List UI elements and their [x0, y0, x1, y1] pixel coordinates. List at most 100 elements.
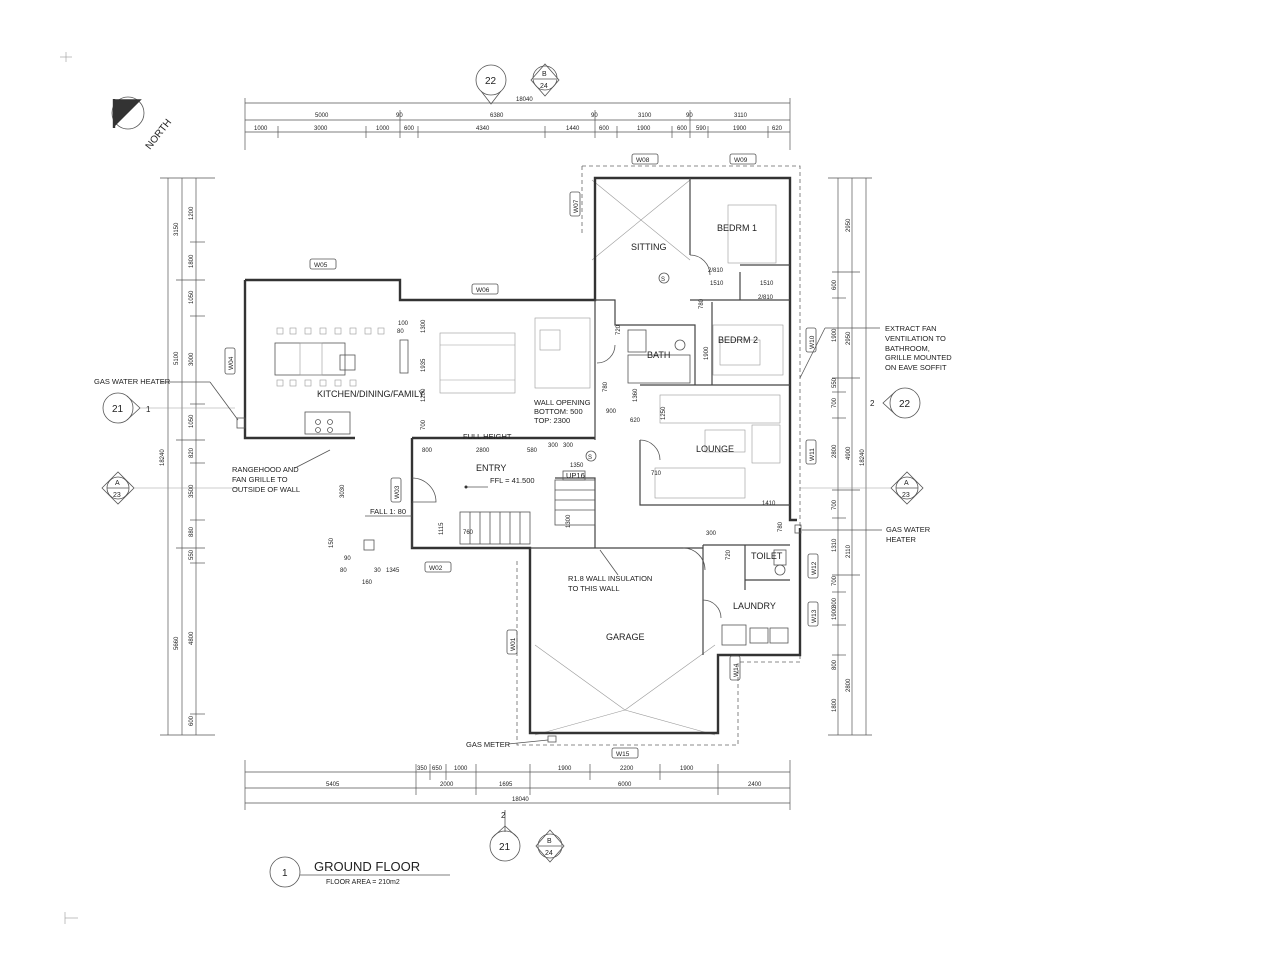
section-marker-top-22: 22	[475, 64, 507, 105]
annotations: GAS WATER HEATER RANGEHOOD AND FAN GRILL…	[94, 324, 952, 749]
bottom-dimensions: 350 650 1000 1900 2200 1900 5405 2000 16…	[244, 760, 791, 810]
idim: 710	[651, 471, 662, 477]
section-marker-left-21: 21 1	[102, 392, 235, 424]
dim-right-17: 800	[832, 659, 838, 670]
section-marker-right-a: A 23	[800, 471, 924, 505]
window-tag-w05: W05	[314, 262, 328, 269]
top-dimensions: 18040 5000 90 6380 90 3100 90 3110 1000 …	[244, 97, 791, 150]
window-tag-w15: W15	[616, 751, 630, 758]
dim-left-14: 4800	[189, 631, 195, 645]
idim: 80	[397, 329, 404, 335]
dim-left-12: 880	[189, 526, 195, 537]
dim-bottom-1: 350	[417, 766, 428, 772]
dim-top2-1: 1000	[254, 126, 268, 132]
dim-bottom2-3: 1695	[499, 782, 513, 788]
left-dimensions: 3150 5100 18240 5660 1200 1800 1050 3000…	[160, 177, 215, 736]
note-fall: FALL 1: 80	[370, 507, 406, 516]
window-tag-w10: W10	[809, 335, 816, 349]
dim-bottom-5: 2200	[620, 766, 634, 772]
note-wall-opening-1: WALL OPENING	[534, 398, 591, 407]
idim: 1350	[570, 463, 584, 469]
title-area: FLOOR AREA = 210m2	[326, 879, 400, 886]
marker-letter: A	[115, 480, 120, 487]
window-tag-w03: W03	[394, 485, 401, 499]
idim: 720	[616, 324, 622, 335]
idim: 1900	[704, 346, 710, 360]
idim: 760	[463, 530, 474, 536]
idim: 300	[706, 531, 717, 537]
dim-bottom2-4: 6000	[618, 782, 632, 788]
dim-left-6: 1800	[189, 254, 195, 268]
note-gas-water-heater-right-2: HEATER	[886, 535, 916, 544]
dim-right-2: 2950	[846, 331, 852, 345]
dim-left-9: 1050	[189, 414, 195, 428]
dim-top2-10: 590	[696, 126, 707, 132]
section-marker-left-a: A 23	[101, 471, 240, 505]
room-bath: BATH	[647, 350, 670, 360]
idim: 1345	[386, 568, 400, 574]
dim-right-1: 2950	[846, 218, 852, 232]
dim-left-10: 820	[189, 447, 195, 458]
dim-bottom-6: 1900	[680, 766, 694, 772]
note-extract-fan-5: ON EAVE SOFFIT	[885, 363, 947, 372]
room-labels: SITTING BEDRM 1 BEDRM 2 BATH KITCHEN/DIN…	[317, 223, 783, 642]
note-wall-opening-2: BOTTOM: 500	[534, 407, 583, 416]
room-toilet: TOILET	[751, 551, 783, 561]
dim-left-15: 600	[189, 715, 195, 726]
room-sitting: SITTING	[631, 242, 667, 252]
marker-number: 22	[485, 76, 497, 87]
north-arrow: NORTH	[111, 96, 174, 152]
idim: 150	[329, 537, 335, 548]
idim: 780	[699, 298, 705, 309]
idim: 1410	[762, 501, 776, 507]
dim-bottom2-2: 2000	[440, 782, 454, 788]
note-full-height: FULL HEIGHT	[463, 432, 512, 441]
dim-left-13: 550	[189, 549, 195, 560]
window-tag-w07: W07	[573, 199, 580, 213]
dim-right-7: 600	[832, 279, 838, 290]
door-tag-s-1: S	[661, 277, 665, 283]
note-extract-fan-2: VENTILATION TO	[885, 334, 946, 343]
idim: 300	[548, 443, 559, 449]
window-tags: W05 W06 W04 W07 W08 W09 W10 W11 W12 W13 …	[224, 153, 819, 759]
note-ffl: FFL = 41.500	[490, 476, 535, 485]
marker-letter: A	[904, 480, 909, 487]
dim-bottom2-1: 5405	[326, 782, 340, 788]
note-gas-water-heater-right-1: GAS WATER	[886, 525, 931, 534]
dim-left-8: 3000	[189, 352, 195, 366]
eave-outline	[516, 165, 801, 746]
window-tag-w11: W11	[809, 448, 816, 461]
marker-letter: B	[547, 838, 552, 845]
dim-right-8: 1900	[832, 328, 838, 342]
window-tag-w14: W14	[733, 663, 740, 677]
idim: 700	[421, 419, 427, 430]
dim-right-6: 2800	[846, 678, 852, 692]
dim-top2-8: 1900	[637, 126, 651, 132]
dim-right-4: 18240	[860, 449, 866, 466]
dim-top-overall: 18040	[516, 97, 533, 103]
door-tag-1: 2/810	[708, 268, 724, 274]
idim: 1115	[439, 522, 445, 535]
dim-top-5: 3100	[638, 113, 652, 119]
marker-number: 23	[902, 492, 910, 499]
walls	[243, 176, 802, 735]
room-entry: ENTRY	[476, 463, 506, 473]
idim: 1200	[421, 388, 427, 402]
dim-top2-7: 600	[599, 126, 610, 132]
window-tag-w04: W04	[228, 356, 235, 370]
note-insulation-2: TO THIS WALL	[568, 584, 620, 593]
dim-top2-12: 620	[772, 126, 783, 132]
room-garage: GARAGE	[606, 632, 645, 642]
marker-number: 23	[113, 492, 121, 499]
note-rangehood-3: OUTSIDE OF WALL	[232, 485, 300, 494]
fixtures	[236, 204, 802, 646]
dim-top2-6: 1440	[566, 126, 580, 132]
dim-bottom-2: 650	[432, 766, 443, 772]
door-tag-2: 2/810	[758, 295, 774, 301]
dim-right-18: 1800	[832, 698, 838, 712]
dim-right-15: 800	[832, 597, 838, 608]
room-bedroom-2: BEDRM 2	[718, 335, 758, 345]
section-marker-bottom-21: 2 21	[489, 810, 521, 862]
window-tag-w13: W13	[811, 609, 818, 623]
section-marker-top-b: B 24	[530, 63, 560, 97]
